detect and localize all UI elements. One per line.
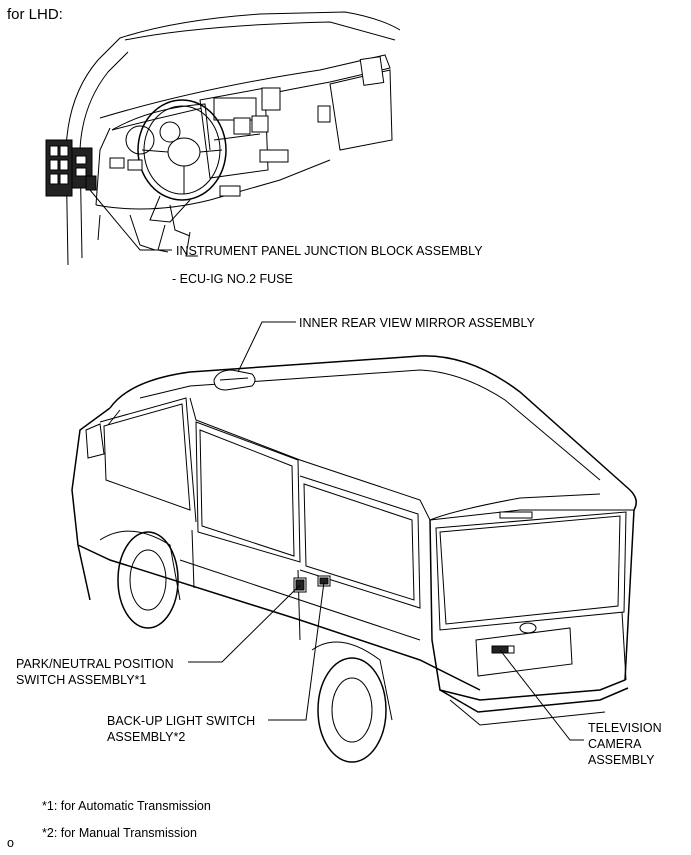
label-television-camera: TELEVISION CAMERA ASSEMBLY bbox=[588, 721, 662, 767]
van-illustration bbox=[71, 355, 637, 763]
rear-camera bbox=[491, 645, 515, 654]
label-park-neutral-switch: PARK/NEUTRAL POSITION SWITCH ASSEMBLY*1 bbox=[16, 657, 174, 687]
label-back-up-light-switch: BACK-UP LIGHT SWITCH ASSEMBLY*2 bbox=[107, 714, 256, 744]
footnote-automatic: *1: for Automatic Transmission bbox=[42, 799, 211, 813]
junction-block bbox=[45, 139, 97, 197]
inner-mirror bbox=[213, 369, 256, 391]
switch-bracket bbox=[293, 575, 331, 593]
page-title: for LHD: bbox=[7, 6, 63, 23]
dashboard-illustration bbox=[45, 11, 401, 266]
leader-lines bbox=[188, 321, 584, 741]
label-instrument-panel-junction-block: INSTRUMENT PANEL JUNCTION BLOCK ASSEMBLY bbox=[176, 244, 483, 258]
label-inner-rear-view-mirror: INNER REAR VIEW MIRROR ASSEMBLY bbox=[299, 316, 535, 330]
corner-mark: o bbox=[7, 836, 14, 850]
footnote-manual: *2: for Manual Transmission bbox=[42, 826, 197, 840]
label-ecu-ig-fuse: - ECU-IG NO.2 FUSE bbox=[172, 272, 293, 286]
